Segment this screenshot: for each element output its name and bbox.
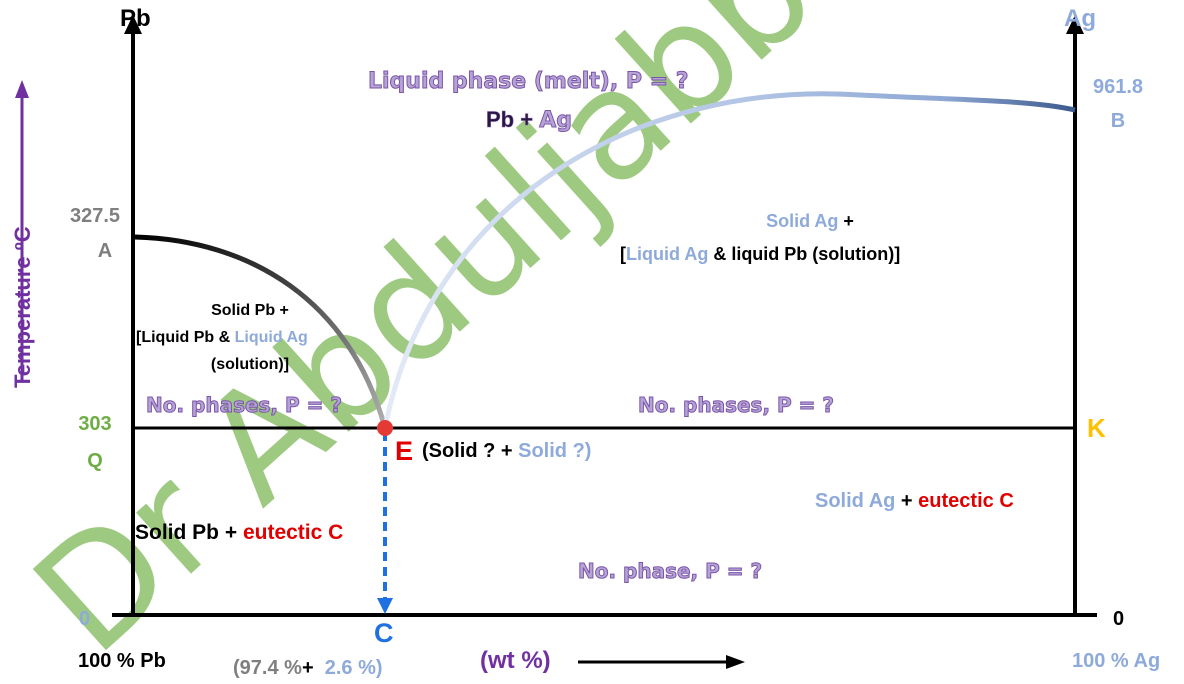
pb-solid-liquid-line2: [Liquid Pb & Liquid Ag [136,329,308,347]
wt-arrowhead [726,655,745,669]
point-k-label: K [1087,413,1106,443]
point-q-label: Q [87,450,103,472]
temperature-arrowhead [15,80,29,98]
point-e-label: E [395,436,414,466]
ag-solid-liquid-line1: Solid Ag + [740,211,880,232]
ag-100-label: 100 % Ag [1072,650,1161,672]
composition-plus: + [301,657,314,679]
solid-ag-lower: Solid Ag [815,490,896,512]
ag-liquidus-curve [382,91,1076,429]
ag-axis-label: Ag [1064,5,1096,32]
pb-solid-liquid-line3: (solution)] [210,356,290,373]
right-axis-arrowhead [1066,15,1084,34]
point-a-temp: 327.5 [69,205,121,227]
pb-100-label: 100 % Pb [78,650,166,672]
point-a-label: A [97,240,113,262]
ag-solid-liquid-line2: [Liquid Ag & liquid Pb (solution)] [620,244,901,265]
liquid-ag-left-text: Liquid Ag [234,329,308,346]
phases-left-label: No. phases, P = ? [146,393,343,417]
eutectic-solid-2: Solid ?) [518,440,592,462]
bracket-open: [ [620,244,626,264]
liquid-pb: Pb [486,107,515,132]
eutectic-c-left: eutectic C [242,521,344,544]
liquid-pb-solution: & liquid Pb (solution)] [708,244,901,264]
point-b-label: B [1110,110,1126,132]
liquid-pb-text: [Liquid Pb & [136,329,235,346]
pb-axis-label: Pb [120,5,151,32]
lower-right-plus: + [895,490,919,512]
eutectic-point [377,420,393,436]
liquid-region-label: Liquid phase (melt), P = ? [368,69,690,94]
phases-right-label: No. phases, P = ? [638,393,835,417]
composition-ag: 2.6 %) [324,657,383,679]
eutectic-composition: (97.4 %+ 2.6 %) [233,657,383,679]
point-b-temp: 961.8 [1092,76,1144,98]
point-c-label: C [374,618,394,648]
pb-liquidus-curve [134,234,388,429]
point-q-temp: 303 [78,413,112,435]
eutectic-c-right: eutectic C [918,490,1014,512]
liquid-plus: + [514,107,540,132]
lower-right-label: Solid Ag + eutectic C [815,490,1014,512]
pb-solid-liquid-line1: Solid Pb + [211,302,289,319]
left-zero-label: 0 [79,608,91,630]
composition-pb: (97.4 % [233,657,302,679]
solid-ag-plus: + [838,211,854,231]
dashed-arrowhead [377,598,393,614]
lower-phase-label: No. phase, P = ? [577,559,763,583]
wt-unit-label: (wt %) [480,647,551,674]
liquid-ag-text: Liquid Ag [626,244,709,264]
left-axis-arrowhead [124,15,142,34]
eutectic-solids: (Solid ? + Solid ?) [422,440,591,462]
solid-ag-text: Solid Ag [766,211,839,231]
lower-left-label: Solid Pb + eutectic C [135,521,343,544]
temperature-axis-label: Temperature ºC [10,226,35,388]
eutectic-solid-1: (Solid ? + [422,440,519,462]
liquid-composition: Pb + Ag [486,107,573,133]
solid-pb-text: Solid Pb + [135,521,243,544]
right-zero-label: 0 [1113,608,1125,630]
liquid-ag: Ag [539,108,573,133]
